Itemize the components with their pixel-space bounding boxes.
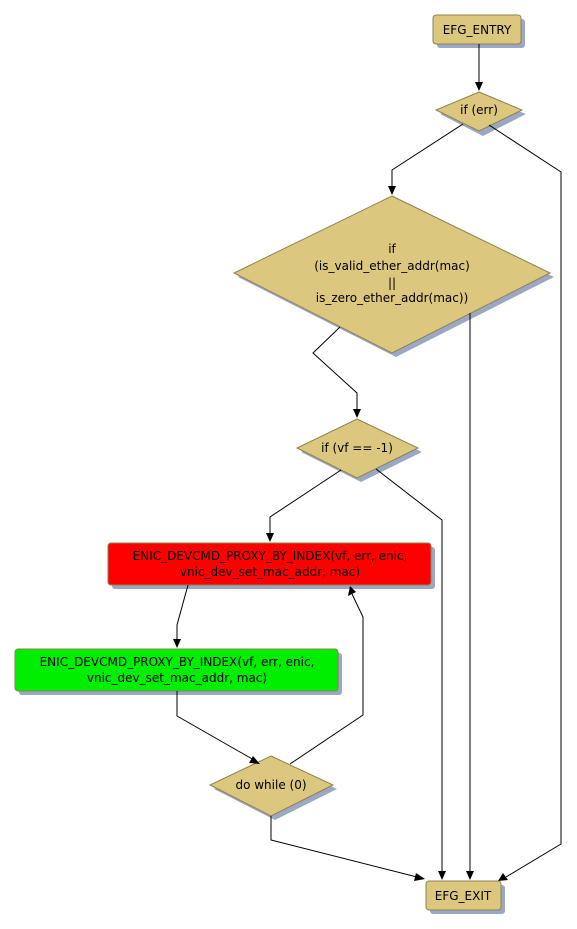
arrowhead bbox=[173, 639, 181, 648]
node-label-line: ENIC_DEVCMD_PROXY_BY_INDEX(vf, err, enic… bbox=[133, 549, 408, 563]
node-diamond bbox=[434, 91, 524, 132]
arrowhead bbox=[475, 82, 483, 91]
edge-do-while-to-exit bbox=[270, 816, 418, 878]
node-box bbox=[107, 542, 432, 586]
node-box bbox=[425, 880, 502, 911]
node-box bbox=[432, 14, 522, 45]
node-do-while: do while (0) bbox=[208, 755, 337, 820]
edge-proxy-red-to-proxy-green bbox=[176, 584, 189, 640]
edge-if-err-to-exit bbox=[488, 124, 562, 878]
node-diamond bbox=[232, 195, 552, 354]
edges bbox=[173, 44, 562, 881]
node-label: if (err) bbox=[460, 103, 498, 117]
node-label-line: if bbox=[388, 242, 396, 256]
arrowhead bbox=[388, 186, 396, 195]
arrowhead bbox=[466, 871, 474, 880]
node-diamond bbox=[295, 418, 420, 479]
edge-do-while-loop-to-proxy-red bbox=[289, 593, 364, 765]
node-label: EFG_ENTRY bbox=[443, 23, 512, 37]
node-proxy-green: ENIC_DEVCMD_PROXY_BY_INDEX(vf, err, enic… bbox=[14, 648, 342, 695]
node-label: if (vf == -1) bbox=[321, 441, 393, 455]
arrowhead bbox=[348, 586, 356, 596]
arrowhead bbox=[266, 533, 274, 542]
node-label: EFG_EXIT bbox=[435, 889, 492, 903]
edge-if-err-to-if-valid bbox=[391, 123, 464, 187]
edge-if-vf-to-proxy-red bbox=[269, 469, 342, 534]
node-label-line: vnic_dev_set_mac_addr, mac) bbox=[180, 565, 360, 579]
arrowhead bbox=[498, 873, 508, 881]
node-label-line: || bbox=[388, 276, 396, 290]
node-label-line: vnic_dev_set_mac_addr, mac) bbox=[87, 671, 267, 685]
edge-if-valid-to-if-vf bbox=[312, 326, 358, 410]
node-label-line: is_zero_ether_addr(mac)) bbox=[316, 291, 469, 305]
edge-if-vf-to-exit bbox=[375, 468, 443, 872]
node-if-vf: if (vf == -1) bbox=[295, 418, 422, 482]
node-label-line: ENIC_DEVCMD_PROXY_BY_INDEX(vf, err, enic… bbox=[40, 655, 315, 669]
arrowhead bbox=[438, 871, 446, 880]
node-label-line: (is_valid_ether_addr(mac) bbox=[314, 259, 470, 273]
arrowhead bbox=[353, 409, 361, 418]
arrowhead bbox=[249, 756, 260, 764]
edge-proxy-green-to-do-while bbox=[176, 691, 255, 761]
node-if-err: if (err) bbox=[434, 91, 526, 136]
node-efg-entry: EFG_ENTRY bbox=[432, 14, 525, 48]
node-efg-exit: EFG_EXIT bbox=[425, 880, 505, 914]
arrowhead bbox=[414, 873, 425, 881]
node-proxy-red: ENIC_DEVCMD_PROXY_BY_INDEX(vf, err, enic… bbox=[107, 542, 435, 589]
node-label: do while (0) bbox=[235, 778, 306, 792]
node-if-valid-mac: if (is_valid_ether_addr(mac) || is_zero_… bbox=[232, 195, 554, 357]
